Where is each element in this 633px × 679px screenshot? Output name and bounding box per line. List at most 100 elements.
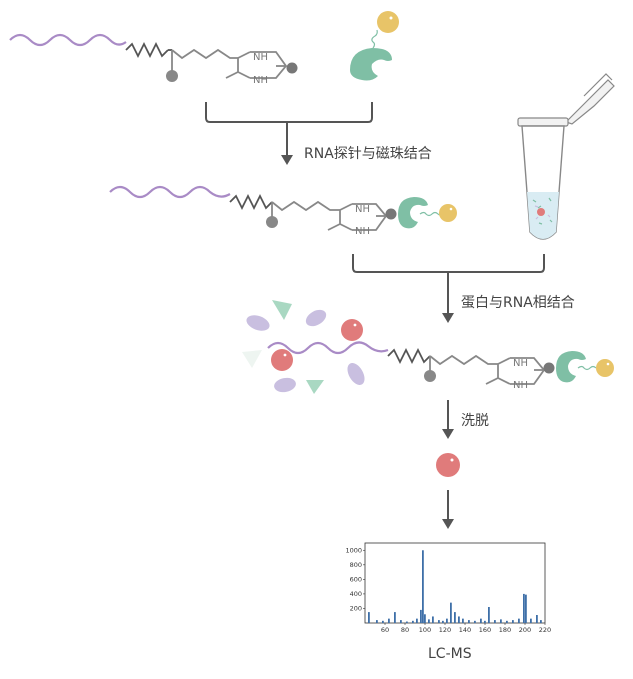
chart-bar <box>474 620 476 623</box>
chart-bar <box>536 615 538 623</box>
probe-bound-row2: NH NH <box>109 185 457 237</box>
chart-bar <box>412 620 414 623</box>
chart-x-tick-label: 80 <box>401 626 409 634</box>
chart-bar <box>400 620 402 623</box>
chart-x-tick-label: 120 <box>439 626 451 634</box>
chart-bar <box>394 612 396 623</box>
chart-bar <box>368 612 370 623</box>
chart-bar <box>432 616 434 623</box>
nh-bottom-label: NH <box>513 380 528 391</box>
protein-icon <box>246 315 270 331</box>
tether <box>577 365 597 371</box>
biotin-node <box>266 216 278 228</box>
chart-x-tick-label: 100 <box>419 626 431 634</box>
chart-bar <box>388 618 390 623</box>
nh-top-label: NH <box>355 204 370 215</box>
tether <box>419 211 443 217</box>
chart-bar <box>420 609 422 623</box>
streptavidin-icon <box>350 48 392 81</box>
streptavidin-bead-complex <box>350 11 399 81</box>
step-2-label: 蛋白与RNA相结合 <box>461 295 575 311</box>
chart-y-tick-label: 600 <box>350 575 362 583</box>
chart-bar <box>494 620 496 623</box>
streptavidin-icon <box>556 351 586 383</box>
linker-zigzag <box>229 193 273 211</box>
rna-strand <box>9 33 127 47</box>
chart-y-tick-label: 400 <box>350 590 362 598</box>
protein-binding-row3: NH NH <box>242 300 614 394</box>
chart-bar <box>500 619 502 623</box>
nh-bottom-label: NH <box>355 226 370 237</box>
protein-icon <box>305 309 327 327</box>
bead-icon <box>377 11 399 33</box>
chart-bar <box>428 619 430 623</box>
tube-icon <box>517 73 615 240</box>
chart-plot-frame <box>364 542 546 624</box>
imidazolidinone-ring <box>327 203 388 231</box>
chart-bar <box>506 620 508 623</box>
imidazolidinone-ring <box>225 51 288 79</box>
chart-bar <box>382 620 384 623</box>
chart-bar <box>442 620 444 623</box>
chart-bars <box>368 550 542 623</box>
chart-bar <box>512 620 514 623</box>
arrow-3-head <box>442 429 454 439</box>
protein-icon <box>274 377 296 393</box>
chart-bar <box>523 593 525 623</box>
rna-probe-row1: NH NH <box>9 11 399 86</box>
bead-icon <box>439 204 457 222</box>
bracket-1 <box>205 102 373 123</box>
nh-top-label: NH <box>513 358 528 369</box>
ring-terminal <box>543 362 555 374</box>
linker-zigzag <box>387 347 431 365</box>
chart-x-tick-label: 180 <box>499 626 511 634</box>
chart-x-tick-label: 220 <box>539 626 551 634</box>
chart-bar <box>458 616 460 623</box>
protein-icon <box>272 300 292 320</box>
step-3-label: 洗脱 <box>461 413 489 429</box>
chart-bar <box>540 620 542 623</box>
chart-bar <box>462 618 464 623</box>
chart-y-tick-label: 1000 <box>345 546 362 554</box>
tube-rim <box>517 117 569 127</box>
rna-strand <box>267 341 389 355</box>
chart-bar <box>454 612 456 623</box>
rna-strand <box>109 185 231 199</box>
protein-icon <box>271 349 293 371</box>
chart-y-tick-label: 200 <box>350 604 362 612</box>
linker-zigzag <box>125 41 169 59</box>
chart-bar <box>422 550 424 623</box>
chart-x-tick-label: 140 <box>459 626 471 634</box>
chart-bar <box>416 618 418 623</box>
bead-icon <box>596 359 614 377</box>
chart-bar <box>468 620 470 623</box>
chart-bar <box>438 620 440 623</box>
lcms-label: LC-MS <box>428 646 472 662</box>
chart-bar <box>525 594 527 623</box>
imidazolidinone-ring <box>485 357 546 385</box>
protein-icon <box>242 350 262 368</box>
chart-x-tick-label: 60 <box>381 626 389 634</box>
protein-icon <box>347 363 365 385</box>
nh-top-label: NH <box>253 52 268 63</box>
chart-bar <box>480 618 482 623</box>
chart-bar <box>530 618 532 623</box>
nh-bottom-label: NH <box>253 75 268 86</box>
streptavidin-icon <box>398 197 428 229</box>
tether <box>371 29 378 49</box>
alkyl-chain <box>271 200 340 212</box>
biotin-node <box>166 70 178 82</box>
chart-bar <box>450 602 452 623</box>
eluted-protein-icon <box>436 453 460 477</box>
alkyl-chain <box>171 48 238 60</box>
protein-icon <box>306 380 324 394</box>
chart-bar <box>488 607 490 623</box>
biotin-node <box>424 370 436 382</box>
tube-cap <box>564 79 615 125</box>
chart-x-tick-label: 160 <box>479 626 491 634</box>
